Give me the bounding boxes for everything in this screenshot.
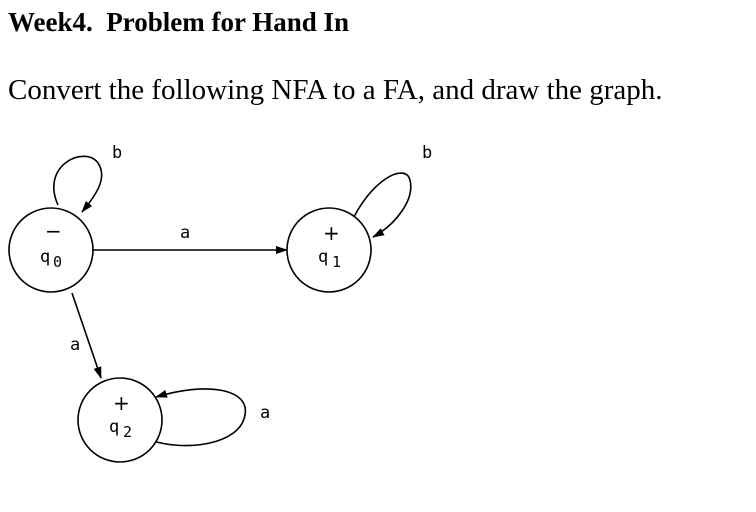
label-q2-loop: a — [260, 403, 270, 423]
label-q0-loop: b — [112, 143, 122, 163]
label-q1-loop: b — [422, 143, 432, 163]
state-q1-subscript: 1 — [332, 253, 341, 271]
state-q2-name: q — [109, 417, 119, 437]
self-loop-q2 — [149, 388, 247, 447]
state-q2-sign: + — [113, 391, 130, 415]
state-q0-subscript: 0 — [53, 253, 62, 271]
self-loop-q0 — [53, 155, 103, 213]
self-loop-q1 — [349, 172, 412, 238]
label-q0-q1: a — [180, 223, 190, 243]
state-q0: − q 0 — [8, 207, 94, 293]
edge-q0-q2 — [71, 292, 102, 379]
state-q2-subscript: 2 — [123, 423, 132, 441]
state-q1-sign: + — [323, 221, 340, 245]
state-q0-name: q — [40, 247, 50, 267]
state-q1: + q 1 — [286, 207, 372, 293]
problem-instruction: Convert the following NFA to a FA, and d… — [8, 74, 663, 106]
state-q0-sign: − — [45, 219, 62, 243]
state-q2: + q 2 — [77, 377, 163, 463]
state-q1-name: q — [318, 247, 328, 267]
label-q0-q2: a — [70, 335, 80, 355]
problem-title: Week4. Problem for Hand In — [8, 7, 350, 37]
